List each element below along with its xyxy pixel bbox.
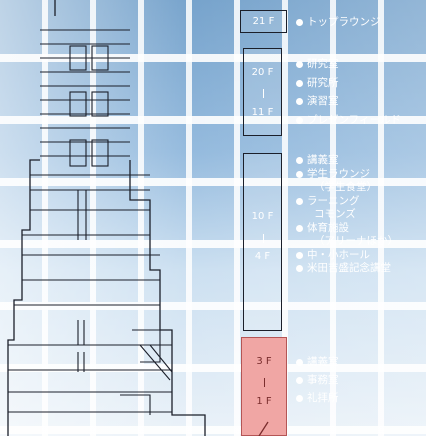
building-section-diagram xyxy=(7,0,206,436)
floor-label-11f: 11 F xyxy=(251,107,274,118)
facility-item: 中・小ホール xyxy=(296,249,426,262)
facility-item: 研究室 xyxy=(296,58,426,71)
floor-box-10f-4f: 10 F 4 F xyxy=(243,153,282,331)
floor-label-21f: 21 F xyxy=(252,16,275,27)
facility-item: 礼拝所 xyxy=(296,392,426,405)
floor-3f-1f-facility-list: 講義室 事務室 礼拝所 xyxy=(296,356,426,410)
floor-range-dash xyxy=(262,89,264,98)
floor-box-21f: 21 F xyxy=(240,10,287,33)
facility-item: ラーニング xyxy=(296,195,426,208)
floor-label-3f: 3 F xyxy=(256,356,272,367)
floor-10f-4f-facility-list: 講義室 学生ラウンジ （学生食堂） ラーニング コモンズ 体育施設 （アリーナほ… xyxy=(296,154,426,276)
floor-label-20f: 20 F xyxy=(251,67,274,78)
floor-range-dash xyxy=(264,378,266,387)
floor-range-dash xyxy=(262,234,264,243)
facility-item: 講義室 xyxy=(296,154,426,167)
floor-label-10f: 10 F xyxy=(251,211,274,222)
facility-item-note: （学生食堂） xyxy=(314,181,377,193)
floor-box-3f-1f: 3 F 1 F xyxy=(241,337,287,436)
facility-item: 演習室 xyxy=(296,95,426,108)
floor-20f-11f-facility-list: 研究室 研究所 演習室 プレゼンフィールド xyxy=(296,58,426,132)
floor-label-4f: 4 F xyxy=(254,251,271,262)
facility-item: トップラウンジ xyxy=(296,16,426,29)
facility-item-note: コモンズ xyxy=(314,208,356,220)
floor-box-20f-11f: 20 F 11 F xyxy=(243,48,282,136)
floor-21f-facility-list: トップラウンジ xyxy=(296,16,426,29)
facility-item: 米田吉盛記念講堂 xyxy=(296,262,426,275)
facility-item: 研究所 xyxy=(296,77,426,90)
slash-mark-icon xyxy=(258,421,269,436)
floor-label-1f: 1 F xyxy=(256,396,272,407)
facility-item: プレゼンフィールド xyxy=(296,114,426,127)
facility-item: 事務室 xyxy=(296,374,426,387)
facility-item: 講義室 xyxy=(296,356,426,369)
facility-item: 体育施設 xyxy=(296,222,426,235)
facility-item: 学生ラウンジ xyxy=(296,168,426,181)
facility-item-note: （アリーナほか） xyxy=(314,235,398,247)
